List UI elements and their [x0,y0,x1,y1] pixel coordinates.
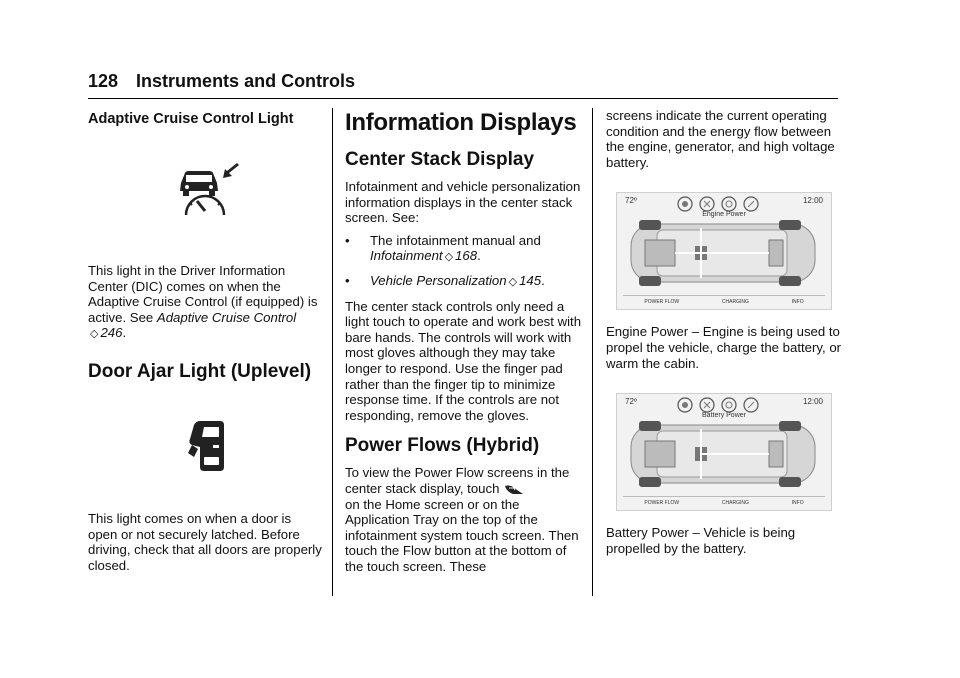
acc-heading: Adaptive Cruise Control Light [88,111,294,127]
vehicle-topview-diagram [630,220,816,287]
charging-tab[interactable]: CHARGING [721,299,749,306]
top-menu-icons [677,196,759,212]
power-flow-tab[interactable]: POWER FLOW [644,500,680,507]
screen-temperature: 72º [625,196,637,206]
controls-description: The center stack controls only need a li… [345,298,582,423]
page-header: 128 Instruments and Controls [88,68,838,99]
center-stack-heading: Center Stack Display [345,149,535,170]
column-divider [592,108,593,596]
battery-power-screen: 72º 12:00 Battery Power POWER FLO [616,393,832,512]
column-middle: Information Displays Center Stack Displa… [345,108,583,574]
center-stack-intro: Infotainment and vehicle personalization… [345,179,581,226]
column-divider [332,108,333,596]
vehicle-topview-diagram [630,421,816,488]
page-ref-icon: ◇ [508,275,518,288]
screen-clock: 12:00 [802,397,823,407]
acc-ref-link[interactable]: Adaptive Cruise Control [156,309,297,325]
door-heading: Door Ajar Light (Uplevel) [88,360,312,382]
power-flows-text: To view the Power Flow screens in the ce… [345,465,579,574]
page-ref-icon: ◇ [90,328,99,341]
screens-description: screens indicate the current operating c… [606,108,835,170]
power-flow-tab[interactable]: POWER FLOW [644,299,680,306]
door-ajar-icon [188,420,224,471]
engine-power-screen: 72º 12:00 Engine Power POWER FLOW [616,192,832,311]
infotainment-ref-link[interactable]: Infotainment [370,248,443,264]
screen-clock: 12:00 [802,196,823,206]
bullet-item: • Vehicle Personalization◇145. [345,273,583,291]
door-description: This light comes on when a door is open … [88,510,322,573]
battery-power-description: Battery Power – Vehicle is being propell… [606,525,796,556]
bullet-marker: • [345,272,350,288]
acc-ref-page[interactable]: 246 [100,325,123,341]
engine-power-description: Engine Power – Engine is being used to p… [606,324,842,371]
column-left: Adaptive Cruise Control Light This light… [88,108,324,573]
page-number: 128 [88,71,119,91]
door-icon-box [88,417,324,507]
bullet-marker: • [345,232,350,248]
screen-title: Engine Power [702,211,746,219]
info-tab[interactable]: INFO [791,299,804,306]
page-ref-icon: ◇ [444,251,454,264]
adaptive-cruise-icon [180,163,239,216]
screen-temperature: 72º [625,397,637,407]
infotainment-ref-page[interactable]: 168 [455,248,478,264]
power-flows-heading: Power Flows (Hybrid) [345,435,540,457]
section-title: Instruments and Controls [136,71,356,91]
screen-title: Battery Power [702,412,746,420]
power-flow-icon [505,485,524,495]
info-tab[interactable]: INFO [791,500,804,507]
acc-description: This light in the Driver Information Cen… [88,263,318,341]
column-right: screens indicate the current operating c… [606,108,846,556]
acc-icon-box [88,163,324,243]
charging-tab[interactable]: CHARGING [721,500,749,507]
bullet-item: • The infotainment manual and Infotainme… [345,233,583,266]
info-displays-heading: Information Displays [345,109,577,136]
personalization-ref-page[interactable]: 145 [519,272,542,288]
personalization-ref-link[interactable]: Vehicle Personalization [370,272,507,288]
top-menu-icons [677,397,759,413]
